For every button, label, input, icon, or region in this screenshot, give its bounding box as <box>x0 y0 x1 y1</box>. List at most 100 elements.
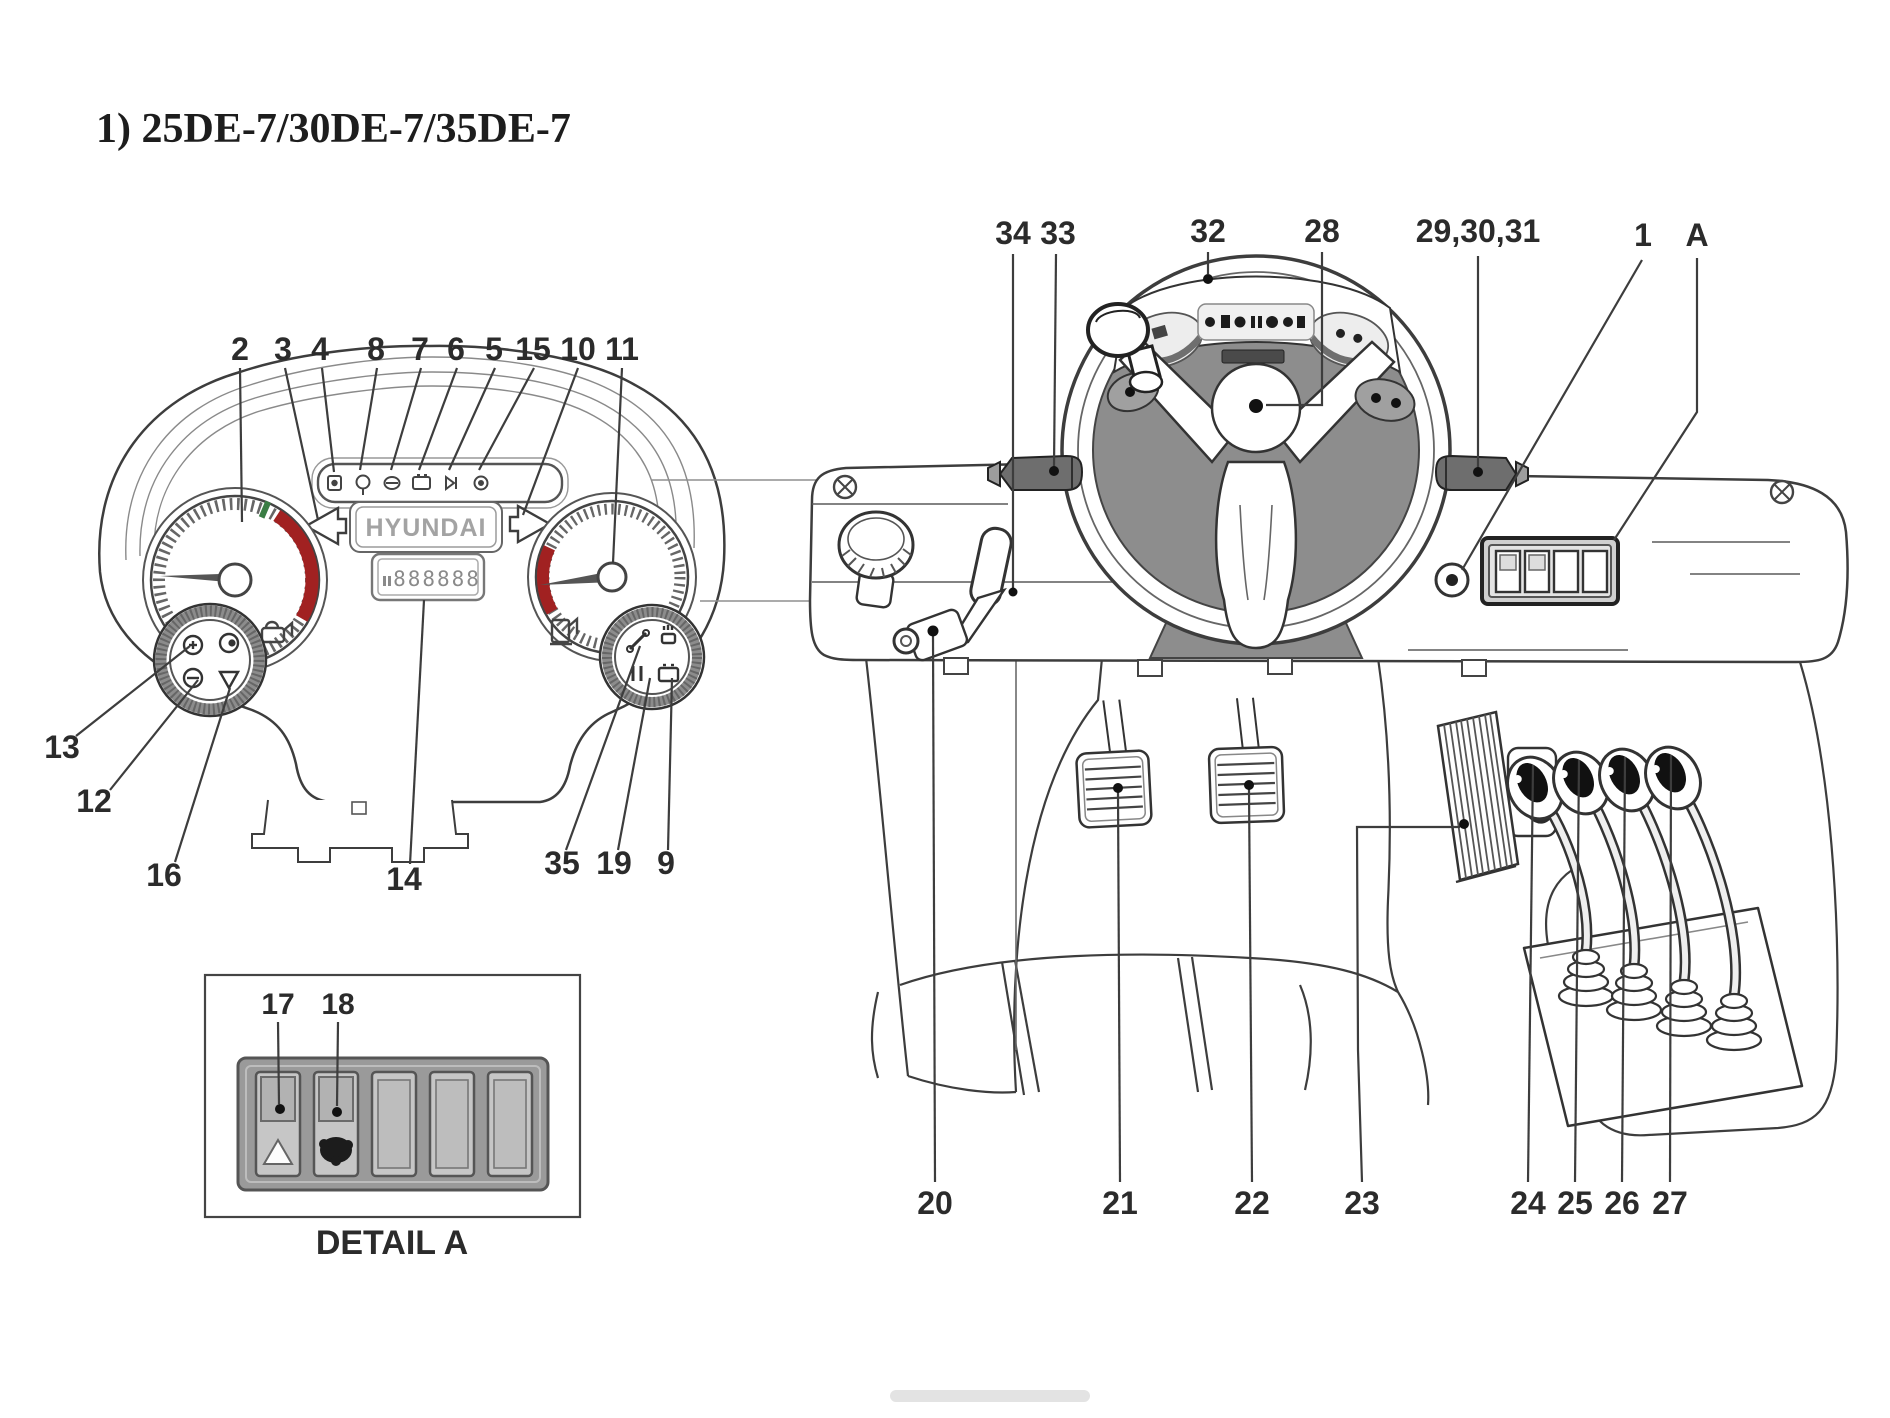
pod-right-ring-hatch <box>602 607 702 707</box>
callout-3: 3 <box>274 331 292 367</box>
callout-12: 12 <box>76 783 112 819</box>
lcd-display-inner <box>377 558 479 596</box>
warning-icon-6 <box>473 475 489 491</box>
indicator-pod-left <box>152 602 268 718</box>
instrument-cluster: HYUNDAI 888888 <box>44 331 726 897</box>
pod-left-ring-hatch <box>155 605 265 715</box>
bracket-notch <box>351 801 367 815</box>
fan-icon <box>319 1137 353 1166</box>
warning-icons <box>327 474 489 495</box>
callout-28: 28 <box>1304 213 1340 249</box>
accelerator-tread <box>1443 713 1513 879</box>
callout-6: 6 <box>447 331 465 367</box>
lower-spoke-slot <box>1263 504 1273 601</box>
fuel-gauge-hub <box>596 561 628 593</box>
switch-blank-1-face <box>377 1079 411 1169</box>
warning-icon-3 <box>383 476 401 490</box>
housing-contour <box>153 385 660 553</box>
callout-15: 15 <box>515 331 551 367</box>
callout-24: 24 <box>1510 1185 1546 1221</box>
callout-a: A <box>1685 217 1708 253</box>
brake-pedal-right <box>1207 697 1286 825</box>
detail-a-caption: DETAIL A <box>316 1224 468 1262</box>
callout-27: 27 <box>1652 1185 1688 1221</box>
callout-32: 32 <box>1190 213 1226 249</box>
tilt-lever <box>892 526 1013 662</box>
brand-logo: HYUNDAI <box>366 514 487 542</box>
callout-13: 13 <box>44 729 80 765</box>
pod-icon-13 <box>182 634 204 656</box>
turn-arrow-right-icon <box>508 503 553 545</box>
callout-11: 11 <box>605 331 639 367</box>
turn-arrow-left-icon <box>303 505 348 547</box>
callout-22: 22 <box>1234 1185 1270 1221</box>
callout-20: 20 <box>917 1185 953 1221</box>
pod-left-face <box>169 619 251 701</box>
lever-boot-1 <box>1557 948 1615 1008</box>
pod-icon-16 <box>217 670 241 691</box>
indicator-pod-right <box>598 603 706 711</box>
key-switch <box>1434 562 1470 598</box>
cluster-callouts: 2 3 4 8 7 6 5 15 10 11 13 12 16 14 35 19… <box>44 331 675 897</box>
pod-icon-topright <box>218 632 240 654</box>
left-gauge-greenmark <box>258 500 271 519</box>
beacon-lamp-icon <box>262 1138 294 1165</box>
left-gauge-redzone <box>273 509 319 622</box>
wheel-lower-spoke <box>1214 460 1298 650</box>
callout-4: 4 <box>311 331 329 367</box>
left-gauge-hub <box>217 562 253 598</box>
panel-a-switch-4 <box>1581 549 1609 594</box>
spinner-knob <box>1086 302 1164 394</box>
column-indicator-icons <box>1205 315 1305 328</box>
callout-8: 8 <box>367 331 385 367</box>
callout-29-30-31: 29,30,31 <box>1416 213 1541 249</box>
pod-icon-35-wrench <box>626 629 650 653</box>
callout-34: 34 <box>995 215 1031 251</box>
housing-contour <box>125 356 695 561</box>
callout-2: 2 <box>231 331 249 367</box>
fuel-pump-icon <box>550 616 579 646</box>
lower-spoke-slot <box>1239 504 1249 601</box>
console-leader-lines <box>927 252 1699 1183</box>
lcd-value: 888888 <box>393 567 481 591</box>
column-mini-display <box>1221 349 1285 364</box>
pod-icon-9-battery <box>657 663 680 683</box>
detail-a-switches <box>254 1070 534 1178</box>
callout-18: 18 <box>321 988 354 1021</box>
warning-icon-4 <box>412 474 431 490</box>
warning-icon-5 <box>445 475 457 491</box>
switch-blank-3-face <box>493 1079 527 1169</box>
fuel-gauge-redzone <box>537 545 558 615</box>
warning-strip <box>316 462 564 504</box>
stalk-lever-left <box>987 454 1084 491</box>
detail-a-panel-inner <box>245 1065 541 1183</box>
housing-contour <box>139 371 677 557</box>
lcd-display <box>370 552 486 602</box>
callout-10: 10 <box>560 331 596 367</box>
scan-smudge <box>890 1390 1090 1402</box>
dash-panel-lines <box>812 503 1800 651</box>
leader-dots <box>927 274 1483 829</box>
console-callouts: 34 33 32 28 29,30,31 1 A 20 21 22 23 24 … <box>917 213 1708 1221</box>
cluster-bracket <box>251 799 469 863</box>
dash-cap <box>837 510 915 609</box>
brand-plate <box>349 501 503 553</box>
steering-wheel <box>1060 254 1452 650</box>
callout-26: 26 <box>1604 1185 1640 1221</box>
callout-16: 16 <box>146 857 182 893</box>
callout-19: 19 <box>596 845 632 881</box>
callout-5: 5 <box>485 331 503 367</box>
panel-a-switch-3 <box>1552 549 1580 594</box>
callout-1: 1 <box>1634 217 1652 253</box>
hydraulic-levers <box>1506 745 1804 1128</box>
column-indicator-row <box>1197 303 1315 341</box>
dash-screws <box>832 474 1795 505</box>
horn-center-dot <box>1249 399 1263 413</box>
callout-35: 35 <box>544 845 580 881</box>
callout-9: 9 <box>657 845 675 881</box>
warning-icon-2 <box>355 474 371 495</box>
lever-boots <box>1557 948 1763 1052</box>
warning-icon-1 <box>327 475 342 491</box>
detail-a-inset: 17 18 DETAIL A <box>203 973 582 1262</box>
